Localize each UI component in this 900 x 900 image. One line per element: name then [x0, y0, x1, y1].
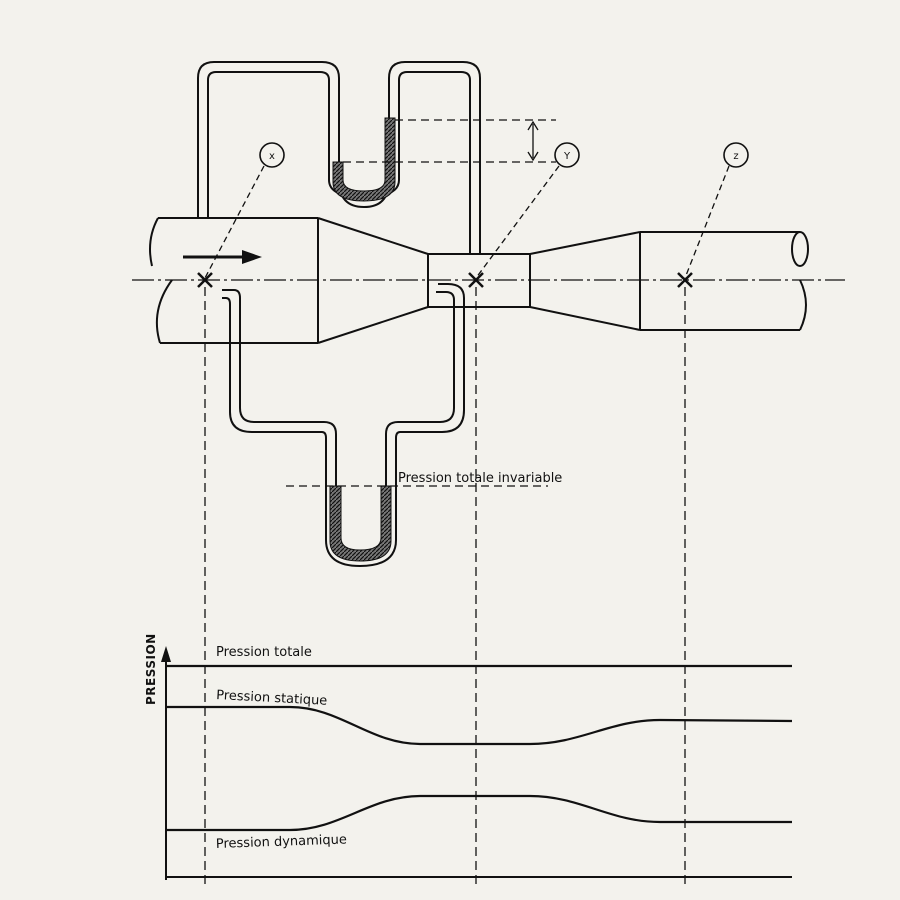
point-x-callout	[259, 142, 285, 168]
point-x: x	[197, 142, 285, 288]
chart-axis-title: PRESSION	[144, 633, 158, 705]
point-x-marker	[197, 272, 213, 288]
label-pression-totale-invariable: Pression totale invariable	[398, 471, 562, 486]
point-z: z	[677, 142, 749, 288]
chart-y-axis-arrow	[161, 646, 171, 662]
lower-manometer	[222, 283, 465, 568]
point-y-marker	[468, 272, 484, 288]
outlet-end-bottom	[799, 279, 807, 331]
point-y-callout	[554, 142, 580, 168]
lower-manometer-fluid	[329, 485, 392, 562]
inlet-end-top	[149, 217, 159, 267]
inlet-end-bottom	[155, 279, 173, 344]
point-y: Y	[468, 142, 580, 288]
point-z-marker	[677, 272, 693, 288]
point-z-callout	[723, 142, 749, 168]
diverging-top	[529, 231, 641, 255]
converging-bottom	[317, 306, 429, 344]
flow-arrow	[183, 250, 262, 264]
level-difference-marker	[343, 119, 556, 163]
label-pression-dynamique: Pression dynamique	[216, 832, 348, 852]
label-pression-totale: Pression totale	[216, 645, 312, 660]
point-x-letter: x	[269, 151, 275, 162]
upper-manometer-outer-tube	[197, 61, 481, 254]
diverging-bottom	[529, 306, 641, 331]
point-y-letter: Y	[563, 151, 571, 162]
curve-dynamic-pressure	[166, 794, 792, 832]
projection-lines	[204, 287, 686, 885]
lower-manometer-inner-tube	[222, 283, 465, 568]
converging-top	[317, 217, 429, 255]
pressure-chart: PRESSION Pression totale Pression statiq…	[144, 633, 793, 880]
upper-manometer-fluid	[332, 117, 396, 202]
venturi-tube	[149, 217, 809, 344]
label-pression-statique: Pression statique	[216, 688, 328, 709]
curve-static-pressure	[166, 705, 793, 746]
point-z-letter: z	[733, 151, 738, 162]
outlet-end-ellipse	[791, 231, 809, 267]
